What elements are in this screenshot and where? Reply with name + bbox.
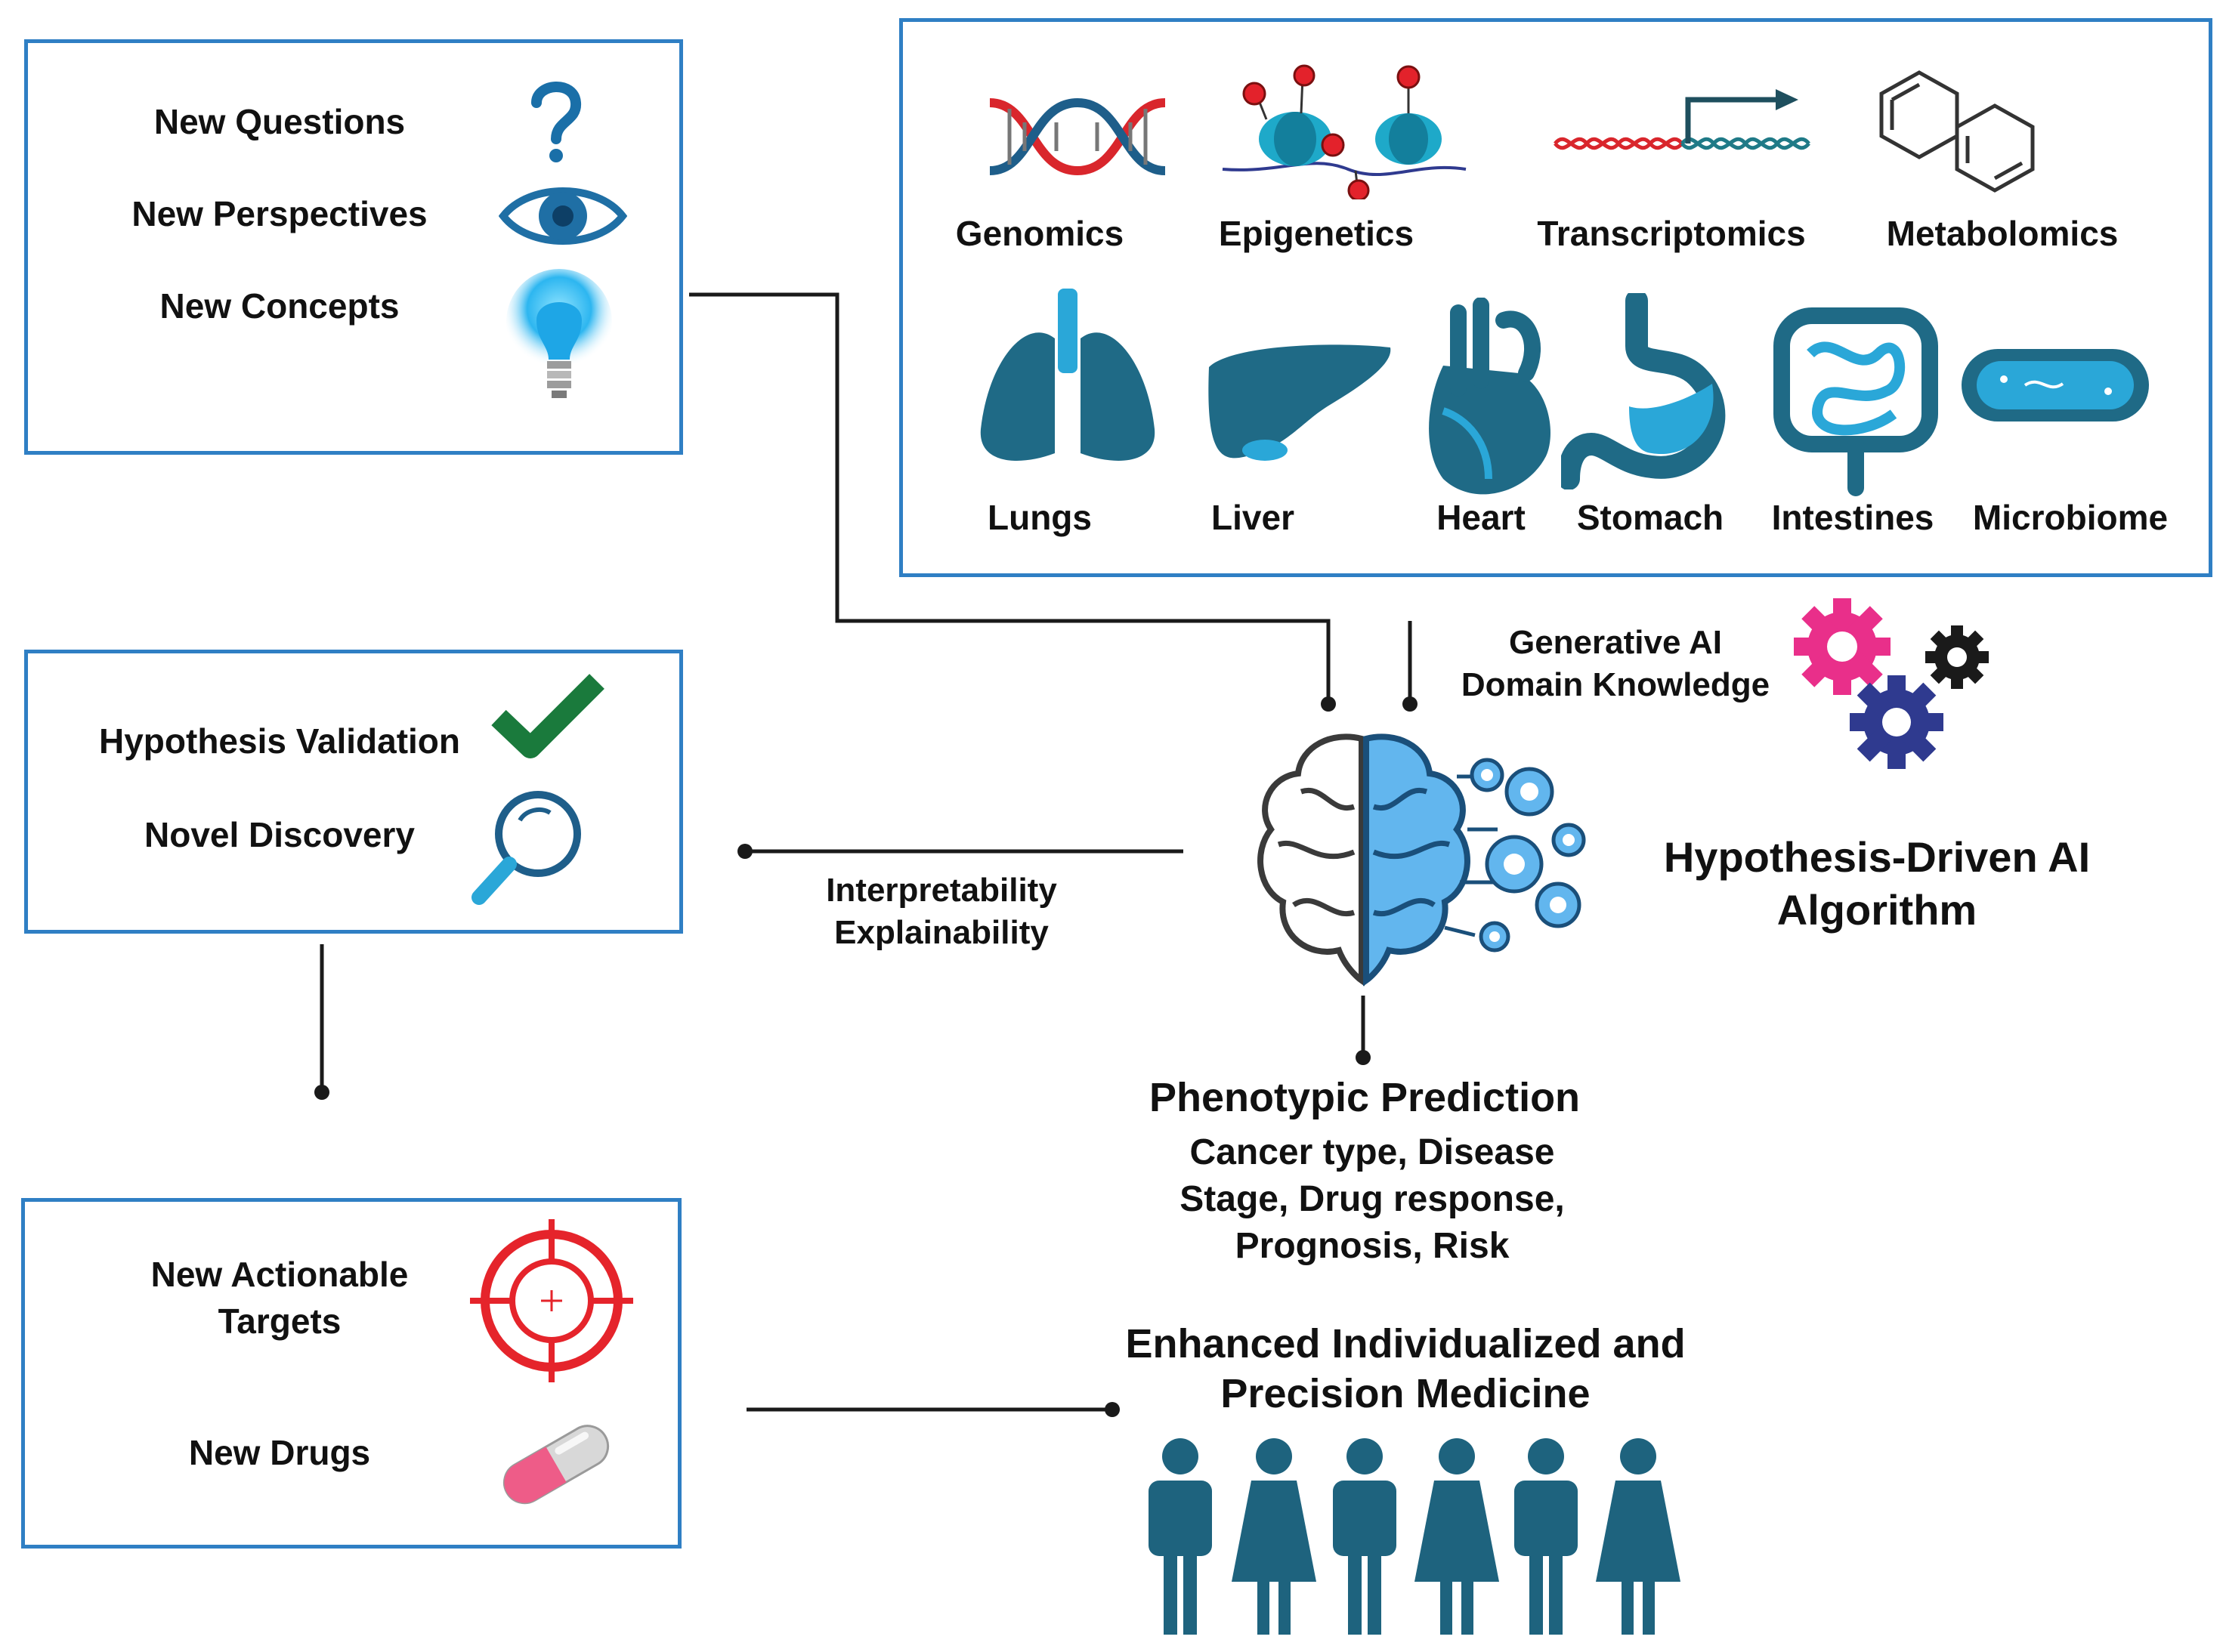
label-microbiome: Microbiome [1972, 498, 2169, 537]
label-domain-knowledge: Domain Knowledge [1461, 666, 1770, 703]
magnifier-icon [471, 791, 581, 905]
label-metabolomics: Metabolomics [1886, 214, 2119, 253]
connector-dot [737, 844, 753, 859]
lungs-icon [980, 289, 1155, 461]
transcription-arrow-icon [1554, 89, 1810, 150]
label-new-questions: New Questions [153, 102, 406, 141]
box-targets [21, 1198, 682, 1549]
connector-dot [1402, 696, 1418, 712]
label-precision-medicine: Precision Medicine [1220, 1371, 1591, 1416]
person-male-icon [1514, 1438, 1578, 1635]
person-female-icon [1414, 1438, 1499, 1635]
connector-dot [1321, 696, 1336, 712]
label-new-drugs: New Drugs [188, 1433, 371, 1472]
label-enhanced-individualized: Enhanced Individualized and [1125, 1321, 1686, 1366]
dna-helix-icon [989, 97, 1166, 176]
bacterium-icon [1962, 349, 2149, 421]
stomach-icon [1561, 293, 1726, 489]
label-phenotype-line3: Prognosis, Risk [1235, 1226, 1510, 1266]
label-phenotype-line2: Stage, Drug response, [1179, 1179, 1565, 1219]
naphthalene-ring-icon [1879, 70, 2035, 193]
label-novel-discovery: Novel Discovery [144, 815, 415, 854]
patients-people-icon [1149, 1438, 1680, 1635]
liver-icon [1208, 344, 1391, 461]
connector-dot [314, 1085, 329, 1100]
label-lungs: Lungs [988, 498, 1092, 537]
label-transcriptomics: Transcriptomics [1537, 214, 1806, 253]
person-male-icon [1149, 1438, 1212, 1635]
label-phenotype-line1: Cancer type, Disease [1189, 1132, 1555, 1172]
ai-brain-icon [1257, 733, 1586, 987]
label-epigenetics: Epigenetics [1218, 214, 1414, 253]
question-mark-icon [531, 82, 581, 162]
pill-capsule-icon [502, 1425, 610, 1505]
label-heart: Heart [1436, 498, 1526, 537]
label-interpretability: Interpretability [826, 872, 1057, 909]
label-algorithm: Algorithm [1776, 886, 1977, 934]
person-male-icon [1333, 1438, 1396, 1635]
person-female-icon [1232, 1438, 1316, 1635]
label-new-actionable: New Actionable [150, 1255, 409, 1294]
label-liver: Liver [1211, 498, 1294, 537]
label-stomach: Stomach [1576, 498, 1724, 537]
heart-icon [1429, 298, 1550, 495]
nucleosome-methylation-icon [1222, 64, 1467, 199]
gears-icon [1794, 598, 1989, 769]
connector-concepts-to-brain [689, 292, 1331, 701]
connector-dot [1356, 1050, 1371, 1065]
target-crosshair-icon [470, 1219, 633, 1382]
label-new-concepts: New Concepts [159, 286, 400, 326]
label-intestines: Intestines [1771, 498, 1934, 537]
label-targets: Targets [218, 1302, 342, 1341]
label-phenotypic-prediction: Phenotypic Prediction [1149, 1075, 1581, 1120]
intestines-icon [1773, 307, 1938, 496]
label-hypothesis-driven-ai: Hypothesis-Driven AI [1663, 833, 2091, 881]
checkmark-icon [491, 674, 604, 758]
lightbulb-icon [506, 269, 612, 398]
label-genomics: Genomics [955, 214, 1124, 253]
person-female-icon [1596, 1438, 1680, 1635]
eye-icon [499, 187, 627, 245]
connector-dot [1105, 1402, 1120, 1417]
label-hypothesis-validation: Hypothesis Validation [99, 721, 460, 761]
box-omics-organs [899, 18, 2212, 577]
label-generative-ai: Generative AI [1508, 624, 1723, 661]
label-explainability: Explainability [834, 914, 1049, 951]
label-new-perspectives: New Perspectives [131, 194, 428, 233]
